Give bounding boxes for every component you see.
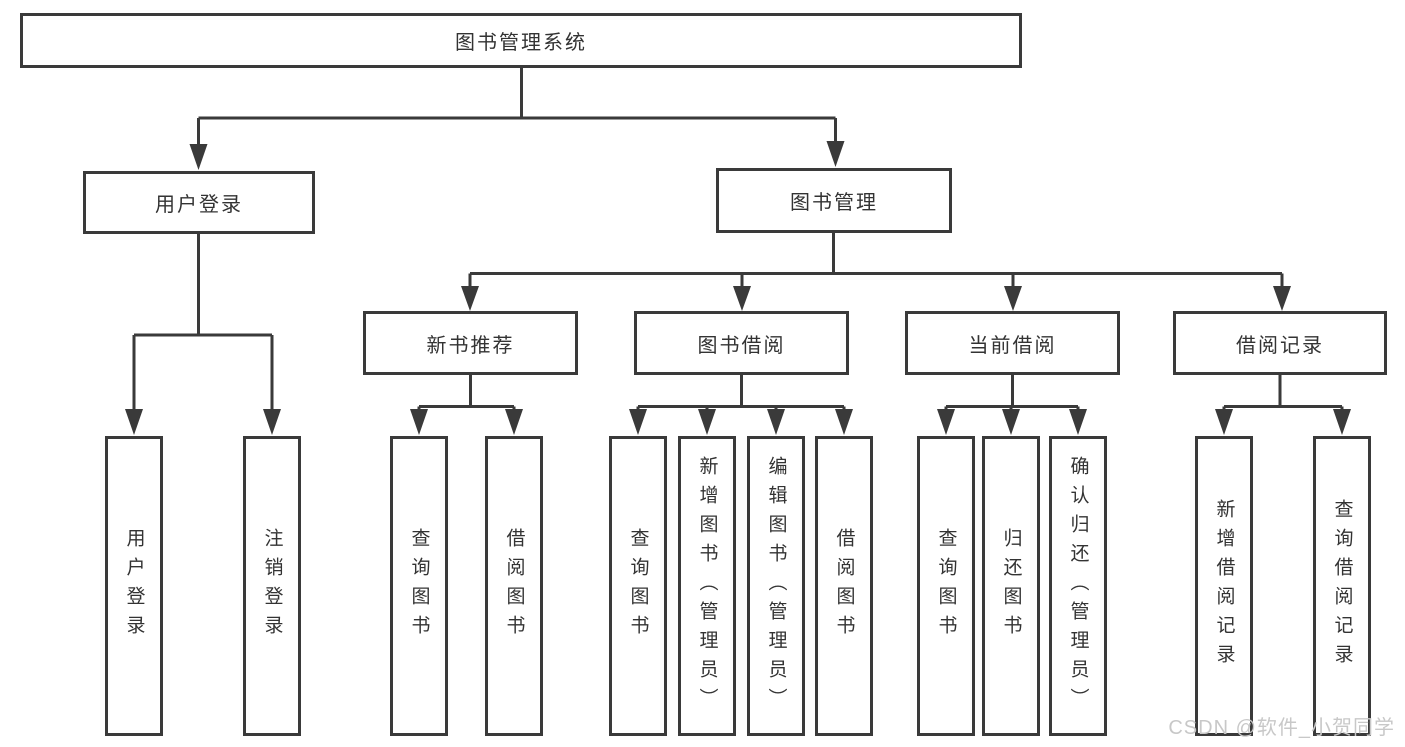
leaf-query-books-3: 查询图书 bbox=[917, 436, 975, 736]
leaf-confirm-return-admin-label: 确认归还（管理员） bbox=[1067, 455, 1089, 717]
leaf-confirm-return-admin: 确认归还（管理员） bbox=[1049, 436, 1107, 736]
node-current-borrow: 当前借阅 bbox=[905, 311, 1120, 375]
leaf-logout: 注销登录 bbox=[243, 436, 301, 736]
leaf-borrow-books-2: 借阅图书 bbox=[815, 436, 873, 736]
node-new-book-recommend-label: 新书推荐 bbox=[426, 334, 515, 357]
node-user-login-label: 用户登录 bbox=[155, 194, 243, 216]
leaf-borrow-books-1: 借阅图书 bbox=[485, 436, 543, 736]
leaf-query-books-2-label: 查询图书 bbox=[627, 528, 649, 644]
connector-book-borrow bbox=[636, 375, 846, 413]
leaf-query-borrow-record: 查询借阅记录 bbox=[1313, 436, 1371, 736]
connector-book-management bbox=[468, 233, 1284, 290]
node-user-login: 用户登录 bbox=[83, 171, 315, 234]
leaf-edit-books-admin: 编辑图书（管理员） bbox=[747, 436, 805, 736]
node-root-label: 图书管理系统 bbox=[455, 32, 587, 54]
connector-new-book bbox=[417, 375, 516, 413]
node-book-borrow-label: 图书借阅 bbox=[697, 334, 786, 357]
connector-current-borrow bbox=[944, 375, 1080, 413]
node-book-borrow: 图书借阅 bbox=[634, 311, 849, 375]
node-new-book-recommend: 新书推荐 bbox=[363, 311, 578, 375]
node-borrow-records-label: 借阅记录 bbox=[1236, 334, 1324, 357]
node-book-management-label: 图书管理 bbox=[790, 192, 878, 214]
leaf-return-books: 归还图书 bbox=[982, 436, 1040, 736]
connector-user-login bbox=[132, 234, 274, 413]
leaf-edit-books-admin-label: 编辑图书（管理员） bbox=[765, 455, 787, 717]
leaf-borrow-books-1-label: 借阅图书 bbox=[503, 528, 525, 644]
csdn-watermark: CSDN @软件_小贺同学 bbox=[1168, 717, 1395, 739]
leaf-add-borrow-record: 新增借阅记录 bbox=[1195, 436, 1253, 736]
connector-borrow-records bbox=[1222, 375, 1344, 413]
leaf-query-books-1: 查询图书 bbox=[390, 436, 448, 736]
connector-root bbox=[197, 68, 837, 148]
leaf-add-books-admin-label: 新增图书（管理员） bbox=[696, 455, 718, 717]
leaf-query-books-2: 查询图书 bbox=[609, 436, 667, 736]
node-borrow-records: 借阅记录 bbox=[1173, 311, 1387, 375]
leaf-query-borrow-record-label: 查询借阅记录 bbox=[1331, 499, 1353, 673]
leaf-user-login-label: 用户登录 bbox=[123, 528, 145, 644]
leaf-add-borrow-record-label: 新增借阅记录 bbox=[1213, 499, 1235, 673]
leaf-query-books-3-label: 查询图书 bbox=[935, 528, 957, 644]
leaf-query-books-1-label: 查询图书 bbox=[408, 528, 430, 644]
leaf-return-books-label: 归还图书 bbox=[1000, 528, 1022, 644]
leaf-user-login: 用户登录 bbox=[105, 436, 163, 736]
leaf-add-books-admin: 新增图书（管理员） bbox=[678, 436, 736, 736]
leaf-logout-label: 注销登录 bbox=[261, 528, 283, 644]
leaf-borrow-books-2-label: 借阅图书 bbox=[833, 528, 855, 644]
node-root: 图书管理系统 bbox=[20, 13, 1022, 68]
node-book-management: 图书管理 bbox=[716, 168, 952, 233]
node-current-borrow-label: 当前借阅 bbox=[968, 334, 1057, 357]
